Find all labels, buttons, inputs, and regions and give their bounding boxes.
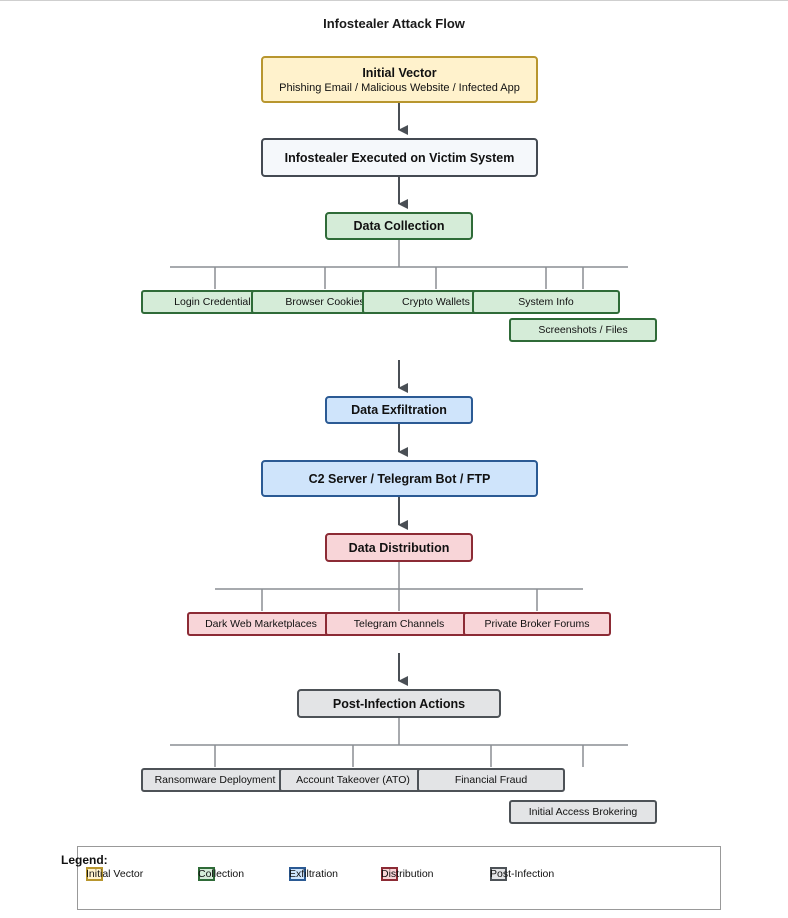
node-c2-server: C2 Server / Telegram Bot / FTP — [261, 460, 538, 497]
legend-label: Distribution — [381, 868, 434, 880]
legend-swatch — [289, 867, 306, 881]
node-post-infection-actions-title: Post-Infection Actions — [332, 696, 466, 711]
node-infostealer-executed-title: Infostealer Executed on Victim System — [284, 150, 515, 165]
legend-swatch — [198, 867, 215, 881]
node-data-distribution: Data Distribution — [325, 533, 473, 562]
node-data-exfiltration-title: Data Exfiltration — [351, 403, 447, 417]
legend-title: Legend: — [61, 853, 108, 867]
legend-label: Initial Vector — [86, 868, 144, 880]
distribution-item-telegram-channels: Telegram Channels — [325, 612, 473, 636]
node-data-distribution-title: Data Distribution — [348, 540, 450, 555]
node-data-collection-title: Data Collection — [353, 219, 445, 233]
post-item-ransomware: Ransomware Deployment — [141, 768, 289, 792]
node-infostealer-executed: Infostealer Executed on Victim System — [261, 138, 538, 177]
legend-label: Collection — [198, 868, 245, 880]
node-c2-server-title: C2 Server / Telegram Bot / FTP — [308, 471, 491, 486]
collection-item-system-info: System Info — [472, 290, 620, 314]
node-initial-vector: Initial Vector Phishing Email / Maliciou… — [261, 56, 538, 103]
legend-box — [77, 846, 721, 910]
post-item-financial-fraud: Financial Fraud — [417, 768, 565, 792]
post-item-initial-access-brokering: Initial Access Brokering — [509, 800, 657, 824]
legend-label: Post-Infection — [490, 868, 555, 880]
node-data-collection: Data Collection — [325, 212, 473, 240]
distribution-item-private-broker-forums: Private Broker Forums — [463, 612, 611, 636]
diagram-title: Infostealer Attack Flow — [323, 16, 465, 31]
distribution-item-dark-web: Dark Web Marketplaces — [187, 612, 335, 636]
legend-swatch — [490, 867, 507, 881]
legend-label: Exfiltration — [289, 868, 339, 880]
node-post-infection-actions: Post-Infection Actions — [297, 689, 501, 718]
collection-item-screenshots-files: Screenshots / Files — [509, 318, 657, 342]
node-initial-vector-title: Initial Vector — [362, 65, 437, 80]
node-initial-vector-subtitle: Phishing Email / Malicious Website / Inf… — [279, 81, 520, 94]
legend-swatch — [381, 867, 398, 881]
legend-swatch — [86, 867, 103, 881]
top-border — [0, 0, 788, 1]
post-item-account-takeover: Account Takeover (ATO) — [279, 768, 427, 792]
node-data-exfiltration: Data Exfiltration — [325, 396, 473, 424]
